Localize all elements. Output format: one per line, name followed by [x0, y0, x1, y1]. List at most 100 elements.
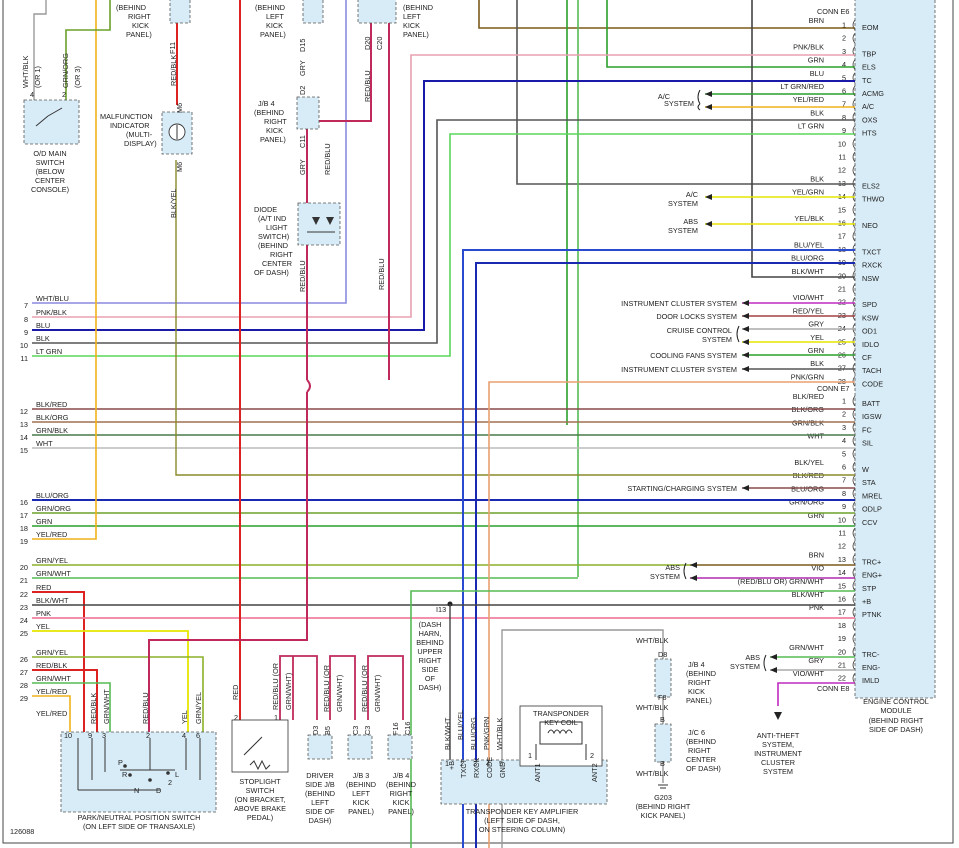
svg-text:WHT/BLK: WHT/BLK	[21, 55, 30, 88]
svg-text:CENTER: CENTER	[686, 755, 716, 764]
left-wire-number: 14	[20, 433, 28, 442]
pin-bracket	[852, 217, 856, 229]
svg-text:R: R	[122, 770, 127, 779]
ecm-pin-name: SPD	[862, 300, 877, 309]
svg-text:ABS: ABS	[683, 217, 698, 226]
svg-text:KICK: KICK	[266, 126, 283, 135]
ecm-pin-number: 20	[838, 647, 846, 656]
ecm-pin-row: 10	[838, 138, 856, 150]
svg-text:G203: G203	[654, 793, 672, 802]
pin-bracket	[852, 435, 856, 446]
svg-text:DOOR LOCKS SYSTEM: DOOR LOCKS SYSTEM	[656, 312, 737, 321]
ecm-pin-number: 3	[842, 423, 846, 432]
pin-bracket	[852, 646, 856, 658]
ecm-pin-name: ELS2	[862, 181, 880, 190]
ecm-pin-number: 17	[838, 232, 846, 241]
left-wire-number: 18	[20, 524, 28, 533]
wire-7-whtblu	[32, 0, 347, 304]
ecm-pin-row: 2	[842, 32, 856, 44]
left-wire-number: 26	[20, 655, 28, 664]
ecm-pin-wire: WHT	[807, 432, 824, 441]
ecm-pin-number: 4	[842, 436, 846, 445]
ecm-pin-wire: GRN/BLK	[792, 418, 824, 427]
svg-text:CONSOLE): CONSOLE)	[31, 185, 69, 194]
ecm-pin-wire: BLK/RED	[793, 392, 824, 401]
ecm-conn-e8: CONN E8	[817, 684, 849, 693]
svg-text:KICK: KICK	[688, 687, 705, 696]
svg-text:RED/BLU: RED/BLU	[141, 692, 150, 724]
svg-text:PANEL): PANEL)	[260, 135, 286, 144]
ecm-pin-name: OXS	[862, 115, 878, 124]
ecm-pin-wire: BRN	[809, 16, 824, 25]
svg-text:5: 5	[499, 759, 503, 768]
svg-text:D3: D3	[311, 726, 320, 735]
ecm-pin-name: KSW	[862, 313, 879, 322]
left-wire-number: 20	[20, 563, 28, 572]
svg-text:M6: M6	[175, 162, 184, 172]
ecm-pin-name: ENG+	[862, 571, 882, 580]
ecm-pin-name: IGSW	[862, 412, 882, 421]
svg-text:PARK/NEUTRAL POSITION SWITCH: PARK/NEUTRAL POSITION SWITCH	[78, 813, 201, 822]
svg-text:RIGHT: RIGHT	[688, 678, 711, 687]
ecm-pin-name: ENG-	[862, 663, 881, 672]
ecm-pin-number: 8	[842, 113, 846, 122]
left-wire-color: GRN/YEL	[36, 648, 68, 657]
pin-bracket	[852, 408, 856, 420]
left-wire-color: GRN/BLK	[36, 426, 68, 435]
svg-text:(BEHIND: (BEHIND	[686, 737, 716, 746]
pin-bracket	[852, 606, 856, 618]
ecm-pin-number: 10	[838, 139, 846, 148]
lower-jb-wires	[279, 655, 404, 720]
svg-text:SIDE OF DASH): SIDE OF DASH)	[869, 725, 923, 734]
svg-text:(BEHIND RIGHT: (BEHIND RIGHT	[636, 802, 691, 811]
svg-text:SIDE J/B: SIDE J/B	[305, 780, 335, 789]
svg-text:KICK: KICK	[352, 798, 369, 807]
ecm-pin-wire: BLK	[810, 174, 824, 183]
svg-text:PANEL): PANEL)	[260, 30, 286, 39]
ecm-pin-wire: PNK	[809, 603, 824, 612]
left-wire-number: 17	[20, 511, 28, 520]
ecm-pin-row: 12	[838, 164, 856, 176]
left-wire-number: 29	[20, 694, 28, 703]
svg-text:RED/BLK: RED/BLK	[89, 693, 98, 724]
ecm-pin-wire: VIO	[811, 564, 824, 573]
svg-text:RIGHT: RIGHT	[264, 117, 287, 126]
svg-text:RIGHT: RIGHT	[128, 12, 151, 21]
svg-text:I13: I13	[436, 605, 446, 614]
ecm-pin-number: 2	[842, 410, 846, 419]
stoplight-switch: 2 1 RED RED/BLU (OR GRN/WHT) STOPLIGHT S…	[231, 663, 293, 822]
svg-text:GRN/WHT): GRN/WHT)	[284, 673, 293, 710]
svg-text:BEHIND: BEHIND	[416, 638, 444, 647]
ecm-pin-wire: PNK/BLK	[793, 42, 824, 51]
ecm-pin-name: FC	[862, 425, 872, 434]
svg-text:SYSTEM,: SYSTEM,	[762, 740, 794, 749]
ecm-pin-wire: GRN/ORG	[789, 498, 824, 507]
svg-text:RIGHT: RIGHT	[419, 656, 442, 665]
ecm-pin-row: 11	[838, 151, 856, 163]
svg-text:YEL: YEL	[180, 710, 189, 724]
ecm-pin-wire: GRY	[808, 656, 824, 665]
svg-text:4: 4	[182, 731, 186, 740]
svg-text:RED/BLK: RED/BLK	[169, 55, 178, 86]
ecm-pin-wire: BLK	[810, 359, 824, 368]
svg-text:(BEHIND: (BEHIND	[254, 108, 284, 117]
ecm-pin-name: A/C	[862, 102, 874, 111]
svg-text:D: D	[156, 786, 161, 795]
wire-19-yelred	[32, 0, 97, 540]
svg-text:DRIVER: DRIVER	[306, 771, 334, 780]
top-trunk-wires	[478, 0, 855, 577]
left-wire-color: YEL/RED	[36, 530, 67, 539]
svg-text:UPPER: UPPER	[417, 647, 442, 656]
pin-bracket	[852, 474, 856, 486]
svg-text:CENTER: CENTER	[262, 259, 292, 268]
